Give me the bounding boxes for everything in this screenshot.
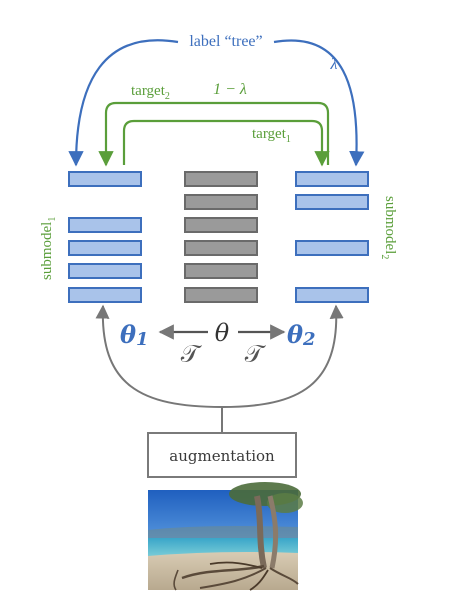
- augmentation-box: [147, 432, 297, 478]
- submodel2-layer: [295, 240, 369, 256]
- model-layer: [184, 263, 258, 279]
- transform-right-label: 𝒯: [245, 340, 267, 368]
- label-tree-text: label “tree”: [189, 33, 262, 50]
- target1-arrow: [122, 119, 330, 167]
- beach-tree-photo: [148, 482, 303, 591]
- transform-left-label: 𝒯: [181, 340, 203, 368]
- submodel2-stack: [295, 171, 369, 303]
- submodel1-layer: [68, 240, 142, 256]
- one-minus-lambda-label: 1 − λ: [213, 81, 247, 98]
- model-layer: [184, 240, 258, 256]
- model-layer: [184, 194, 258, 210]
- submodel2-layer: [295, 287, 369, 303]
- augmentation-arrows: [95, 304, 344, 432]
- model-layer: [184, 217, 258, 233]
- target1-label: target1: [252, 126, 291, 145]
- model-layer: [184, 171, 258, 187]
- submodel2-label: submodel2: [379, 196, 398, 259]
- augmentation-label: augmentation: [169, 447, 275, 465]
- submodel1-layer: [68, 287, 142, 303]
- target2-arrow: [98, 101, 330, 167]
- theta1-label: θ1: [120, 320, 149, 350]
- submodel1-layer: [68, 217, 142, 233]
- submodel2-layer: [295, 171, 369, 187]
- full-model-stack: [184, 171, 258, 303]
- target2-label: target2: [131, 83, 170, 102]
- submodel1-layer: [68, 263, 142, 279]
- lambda-label: λ: [330, 56, 338, 73]
- label-arrow: [68, 39, 365, 167]
- theta2-label: θ2: [287, 320, 316, 350]
- submodel1-stack: [68, 171, 142, 303]
- submodel2-layer: [295, 194, 369, 210]
- model-layer: [184, 287, 258, 303]
- submodel1-label: submodel1: [39, 217, 58, 280]
- submodel1-layer: [68, 171, 142, 187]
- theta-label: θ: [215, 319, 230, 347]
